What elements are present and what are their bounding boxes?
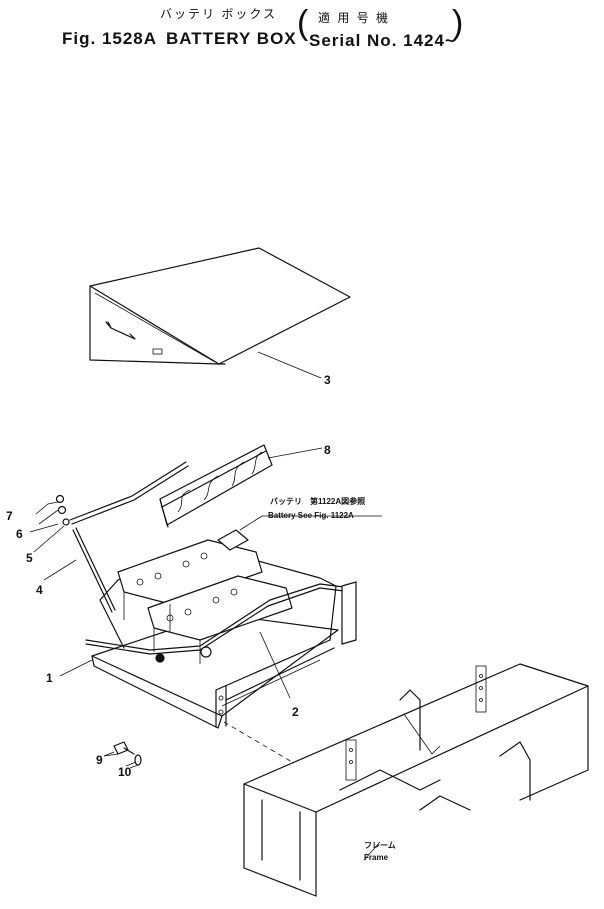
note-battery-jp: バッテリ 第1122A図参照: [270, 496, 365, 506]
close-parenthesis: ): [452, 4, 464, 42]
note-battery-en: Battery See Fig. 1122A: [268, 511, 354, 520]
callout-3: 3: [324, 373, 331, 387]
callout-6: 6: [16, 527, 23, 541]
battery-cover-part-3: [89, 247, 351, 379]
figure-title: BATTERY BOX: [166, 29, 297, 48]
callout-1: 1: [46, 671, 53, 685]
battery-cable-part-2: [85, 581, 357, 699]
note-frame-en: Frame: [364, 853, 389, 862]
serial-number: Serial No. 1424~: [309, 31, 456, 50]
callout-9: 9: [96, 753, 103, 767]
callout-10: 10: [118, 765, 132, 779]
callout-2: 2: [292, 705, 299, 719]
bolt-and-washer: [103, 741, 142, 769]
callout-5: 5: [26, 551, 33, 565]
callout-4: 4: [36, 583, 43, 597]
callout-8: 8: [324, 443, 331, 457]
leader-lines: [29, 509, 382, 767]
serial-japanese: 適 用 号 機: [318, 11, 391, 25]
notes: バッテリ 第1122A図参照 Battery See Fig. 1122A フレ…: [268, 496, 396, 862]
callout-numbers: 1 2 3 4 5 6 7 8 9 10: [6, 373, 331, 779]
title-japanese: バッテリ ボックス: [160, 7, 277, 21]
figure-number: Fig. 1528A: [62, 29, 158, 48]
vehicle-frame: [243, 663, 589, 897]
open-parenthesis: (: [297, 4, 309, 42]
hold-down-bar-and-rod: [35, 461, 189, 613]
pad-part-8: [159, 444, 323, 528]
callout-7: 7: [6, 509, 13, 523]
battery-cells: [117, 529, 293, 664]
note-frame-jp: フレーム: [364, 841, 396, 850]
